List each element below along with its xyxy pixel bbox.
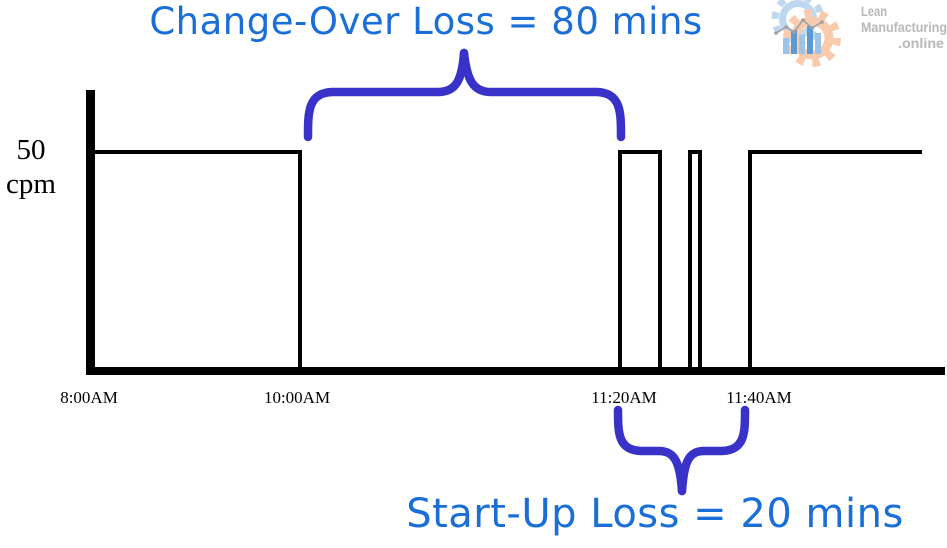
logo-bar	[799, 35, 805, 54]
x-tick-1140am: 11:40AM	[726, 388, 792, 407]
y-axis-unit-label: cpm	[6, 168, 56, 200]
y-axis	[86, 90, 95, 375]
logo-wordmark: Lean Manufacturing .online	[861, 4, 947, 51]
logo-bar	[791, 30, 797, 54]
logo-bar	[815, 33, 821, 54]
output-step-line	[93, 150, 922, 373]
x-tick-1120am: 11:20AM	[591, 388, 657, 407]
logo-trend-line-icon	[774, 18, 824, 35]
logo-bar-chart-icon	[783, 26, 821, 54]
x-tick-8am: 8:00AM	[60, 388, 118, 407]
changeover-brace	[303, 48, 626, 142]
y-axis-value-label: 50	[16, 134, 46, 166]
startup-brace-left	[613, 405, 687, 496]
startup-brace	[613, 405, 750, 496]
logo-bar	[783, 38, 789, 54]
logo-text-manufacturing: Manufacturing	[861, 20, 947, 35]
lean-manufacturing-logo: Lean Manufacturing .online	[771, 0, 947, 67]
changeover-brace-right	[459, 48, 626, 142]
x-tick-10am: 10:00AM	[263, 388, 331, 407]
changeover-brace-left	[303, 48, 469, 142]
startup-brace-right	[677, 405, 750, 496]
logo-text-lean: Lean	[861, 4, 887, 19]
logo-bar	[807, 26, 813, 54]
changeover-loss-caption: Change-Over Loss = 80 mins	[149, 0, 703, 43]
startup-loss-caption: Start-Up Loss = 20 mins	[406, 491, 904, 537]
logo-text-online: .online	[898, 36, 945, 51]
gear-orange-teeth-icon	[783, 9, 841, 67]
